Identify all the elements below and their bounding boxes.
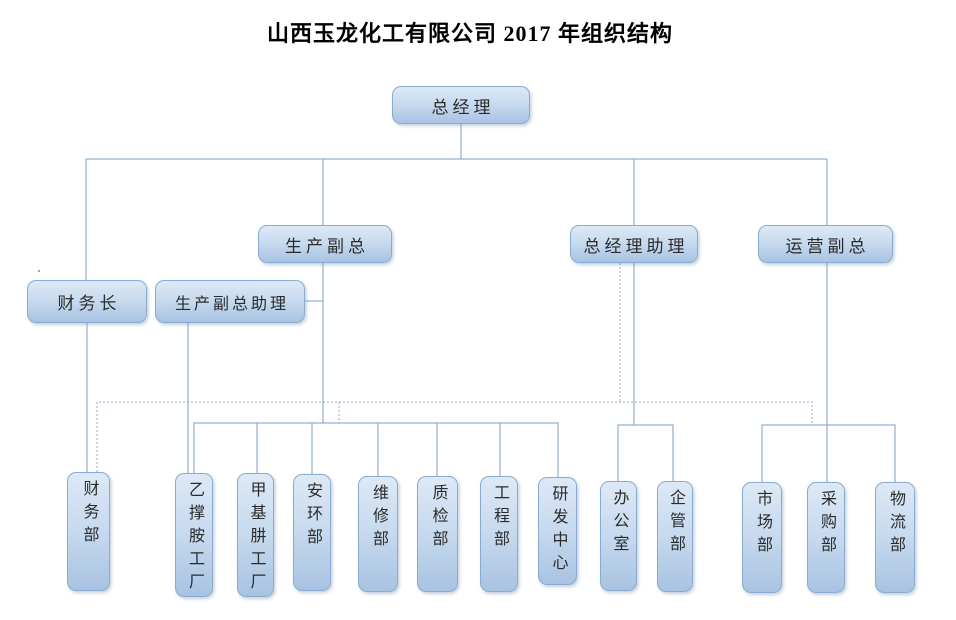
node-quality-dept: 质检部 bbox=[417, 476, 458, 592]
node-label: 质检部 bbox=[429, 484, 447, 553]
node-label: 生产副总助理 bbox=[174, 295, 289, 313]
node-marketing-dept: 市场部 bbox=[742, 482, 782, 593]
node-production-vp-assistant: 生产副总助理 bbox=[155, 280, 305, 323]
node-label: 乙撑胺工厂 bbox=[186, 481, 203, 596]
node-label: 总经理 bbox=[431, 97, 495, 117]
stray-dot bbox=[38, 270, 40, 272]
node-logistics-dept: 物流部 bbox=[875, 482, 915, 593]
node-label: 工程部 bbox=[491, 484, 508, 553]
node-label: 财务部 bbox=[80, 480, 98, 549]
node-production-vp: 生产副总 bbox=[258, 225, 392, 263]
node-label: 生产副总 bbox=[285, 236, 369, 256]
solid-connectors bbox=[85, 124, 896, 483]
node-methylhydrazine-plant: 甲基肼工厂 bbox=[237, 473, 274, 597]
node-enterprise-mgmt-dept: 企管部 bbox=[657, 481, 693, 592]
node-label: 企管部 bbox=[667, 489, 684, 558]
node-general-manager: 总经理 bbox=[392, 86, 530, 124]
node-ethyleneamine-plant: 乙撑胺工厂 bbox=[175, 473, 213, 597]
node-label: 研发中心 bbox=[549, 485, 567, 577]
node-label: 维修部 bbox=[370, 484, 387, 553]
node-label: 安环部 bbox=[304, 482, 321, 551]
node-label: 办公室 bbox=[610, 489, 628, 558]
node-rd-center: 研发中心 bbox=[538, 477, 577, 585]
node-cfo: 财务长 bbox=[27, 280, 147, 323]
node-label: 采购部 bbox=[818, 490, 835, 559]
node-office: 办公室 bbox=[600, 481, 637, 591]
node-safety-env-dept: 安环部 bbox=[293, 474, 331, 591]
dotted-connectors bbox=[96, 263, 813, 472]
page-title: 山西玉龙化工有限公司 2017 年组织结构 bbox=[266, 21, 673, 46]
node-operations-vp: 运营副总 bbox=[758, 225, 893, 263]
node-label: 总经理助理 bbox=[583, 236, 689, 256]
node-finance-dept: 财务部 bbox=[67, 472, 110, 591]
node-gm-assistant: 总经理助理 bbox=[570, 225, 698, 263]
node-label: 财务长 bbox=[57, 294, 121, 313]
node-label: 甲基肼工厂 bbox=[247, 481, 265, 596]
node-purchasing-dept: 采购部 bbox=[807, 482, 845, 593]
node-label: 市场部 bbox=[754, 490, 771, 559]
node-label: 物流部 bbox=[887, 490, 904, 559]
node-maintenance-dept: 维修部 bbox=[358, 476, 398, 592]
node-engineering-dept: 工程部 bbox=[480, 476, 518, 592]
node-label: 运营副总 bbox=[785, 236, 870, 256]
